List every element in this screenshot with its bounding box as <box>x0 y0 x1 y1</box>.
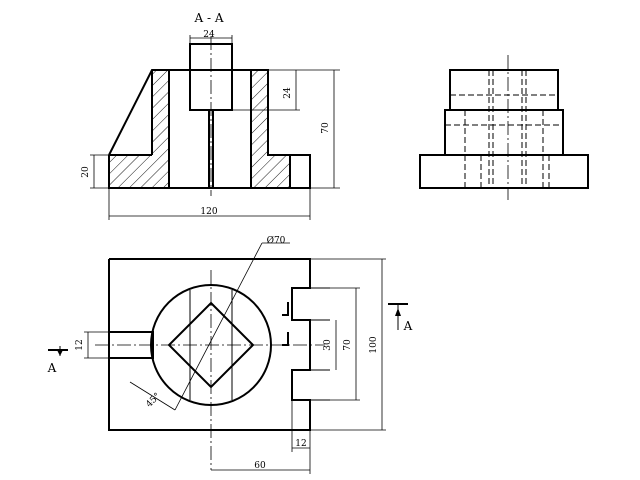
side-top <box>449 69 559 111</box>
dim-front-top-width: 24 <box>203 30 215 40</box>
front-dimensions: 24 24 70 20 120 <box>81 30 340 220</box>
plan-view: Ø70 45° <box>95 235 330 470</box>
dim-front-total-width: 120 <box>200 207 217 217</box>
section-letter-left: A <box>47 361 57 375</box>
side-view <box>419 55 589 200</box>
dim-front-base-height: 20 <box>81 166 91 178</box>
front-section-view <box>108 36 311 196</box>
dim-plan-total-height: 100 <box>369 336 379 353</box>
dim-front-slot-depth: 24 <box>283 87 293 99</box>
section-mark-left <box>282 302 289 316</box>
hatch-right-base <box>268 155 290 188</box>
section-title: A - A <box>193 11 223 25</box>
section-marker-left: A <box>47 346 68 375</box>
hatch-right-wall <box>251 70 268 188</box>
dim-front-total-height: 70 <box>321 122 331 134</box>
dim-plan-inner-slot: 30 <box>323 339 333 351</box>
section-letter-right: A <box>403 319 413 333</box>
dim-plan-diameter: Ø70 <box>267 235 286 246</box>
hatch-left-rib <box>152 70 169 188</box>
plan-dimensions: 12 30 70 100 12 60 <box>75 258 386 474</box>
side-mid <box>444 109 564 156</box>
section-mark-right <box>282 332 289 346</box>
dim-plan-bottom-width: 12 <box>295 439 306 449</box>
hatch-left-base <box>109 155 152 188</box>
dim-plan-slot-width: 12 <box>75 339 85 350</box>
section-marker-right: A <box>388 303 413 333</box>
dim-plan-slot-span: 70 <box>343 339 353 351</box>
dim-plan-offset: 60 <box>254 461 266 471</box>
dim-plan-square: 45° <box>144 391 162 409</box>
side-base <box>419 154 589 189</box>
